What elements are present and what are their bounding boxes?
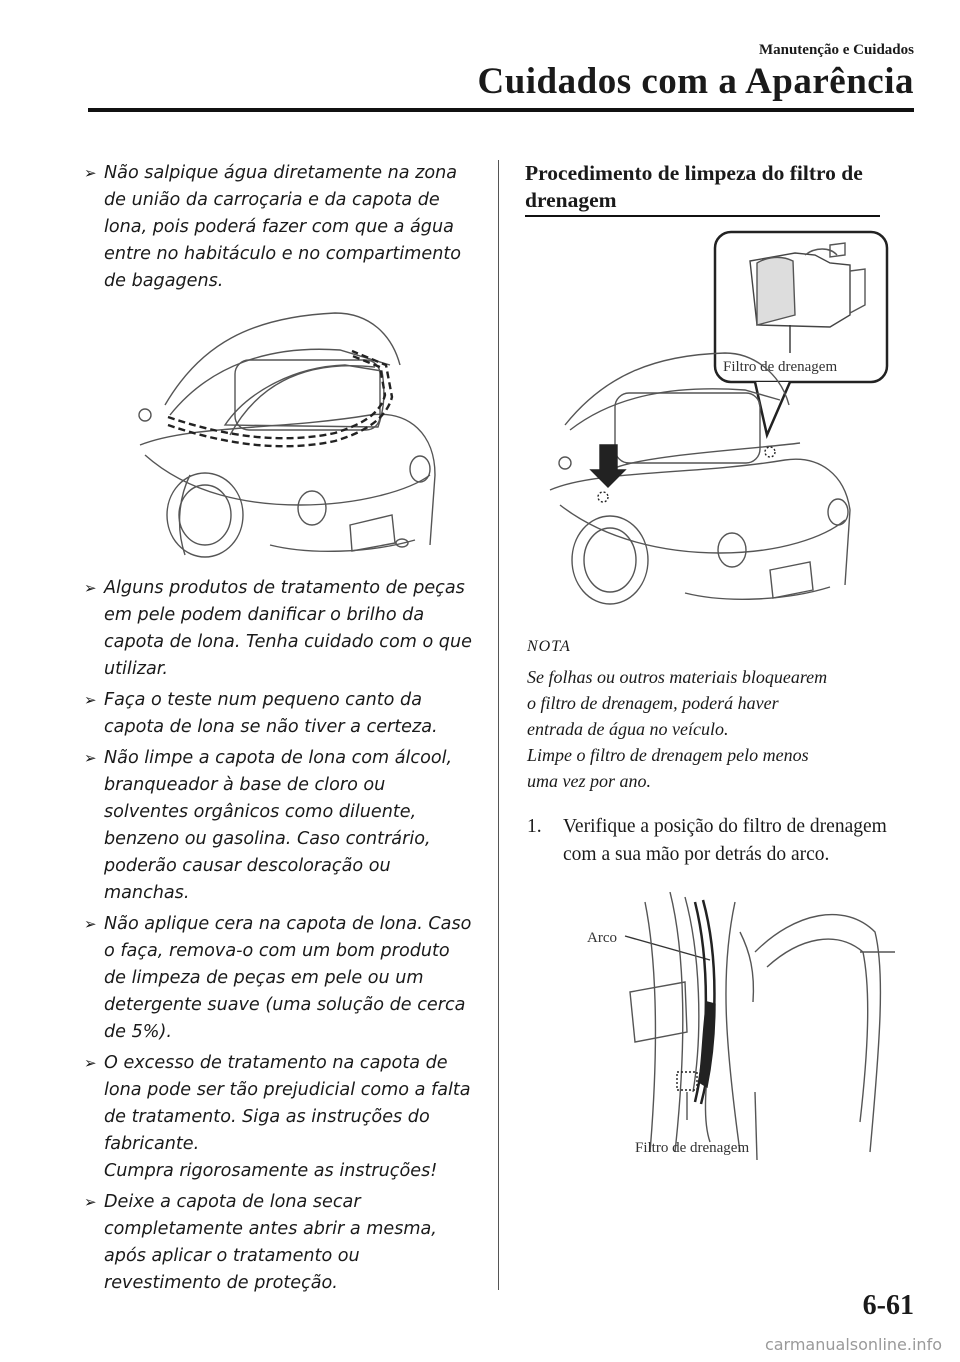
step-text: Verifique a posição do filtro de drenage…	[563, 816, 887, 865]
step-number: 1.	[527, 816, 542, 837]
arrow-bullet-icon: ➢	[84, 1054, 97, 1072]
nota-line: Se folhas ou outros materiais bloquearem	[527, 667, 828, 687]
bullet-6: ➢ O excesso de tratamento na capota de l…	[84, 1050, 474, 1185]
arrow-bullet-icon: ➢	[84, 749, 97, 767]
bullet-text: Não aplique cera na capota de lona. Caso…	[104, 914, 472, 1042]
figure2-label-top: Arco	[587, 930, 617, 946]
right-column: Procedimento de limpeza do filtro de dre…	[525, 160, 920, 217]
header-title: Cuidados com a Aparência	[477, 61, 914, 102]
bullet-7: ➢ Deixe a capota de lona secar completam…	[84, 1189, 474, 1297]
nota-label: NOTA	[527, 638, 571, 655]
bullet-4: ➢ Não limpe a capota de lona com álcool,…	[84, 745, 474, 907]
car-seam-illustration	[138, 312, 436, 558]
nota-line: o filtro de drenagem, poderá haver	[527, 693, 779, 713]
left-column: ➢ Não salpique água diretamente na zona …	[84, 160, 474, 1301]
arrow-bullet-icon: ➢	[84, 579, 97, 597]
bullet-5: ➢ Não aplique cera na capota de lona. Ca…	[84, 911, 474, 1046]
bullet-text: Alguns produtos de tratamento de peças e…	[104, 578, 472, 679]
bullet-1: ➢ Não salpique água diretamente na zona …	[84, 160, 474, 295]
bullet-text: Faça o teste num pequeno canto da capota…	[104, 690, 438, 737]
arrow-bullet-icon: ➢	[84, 691, 97, 709]
nota-line: uma vez por ano.	[527, 771, 651, 791]
drain-filter-illustration: Filtro de drenagem	[549, 230, 889, 605]
figure1-label: Filtro de drenagem	[723, 359, 837, 375]
bullet-3: ➢ Faça o teste num pequeno canto da capo…	[84, 687, 474, 741]
bullet-text: O excesso de tratamento na capota de lon…	[104, 1053, 471, 1154]
arrow-bullet-icon: ➢	[84, 915, 97, 933]
section-heading: Procedimento de limpeza do filtro de dre…	[525, 160, 880, 217]
bullet-text: Deixe a capota de lona secar completamen…	[104, 1192, 437, 1293]
page-number: 6-61	[862, 1290, 914, 1321]
bullet-text: Não limpe a capota de lona com álcool, b…	[104, 748, 453, 903]
nota-line: entrada de água no veículo.	[527, 719, 729, 739]
column-divider	[498, 160, 499, 1290]
nota-text: Se folhas ou outros materiais bloquearem…	[527, 664, 917, 794]
arrow-bullet-icon: ➢	[84, 164, 97, 182]
figure2-label-bottom: Filtro de drenagem	[635, 1140, 749, 1156]
nota-line: Limpe o filtro de drenagem pelo menos	[527, 745, 809, 765]
bullet-extra-text: Cumpra rigorosamente as instruções!	[104, 1161, 438, 1181]
step-1: 1. Verifique a posição do filtro de dren…	[527, 813, 917, 869]
arrow-bullet-icon: ➢	[84, 1193, 97, 1211]
bullet-2: ➢ Alguns produtos de tratamento de peças…	[84, 575, 474, 683]
header-section: Manutenção e Cuidados	[758, 42, 914, 58]
header-rule	[88, 108, 914, 112]
watermark: carmanualsonline.info	[764, 1335, 942, 1354]
bullet-text: Não salpique água diretamente na zona de…	[104, 163, 462, 291]
arco-filter-illustration: Arco Filtro de drenagem	[587, 892, 895, 1161]
